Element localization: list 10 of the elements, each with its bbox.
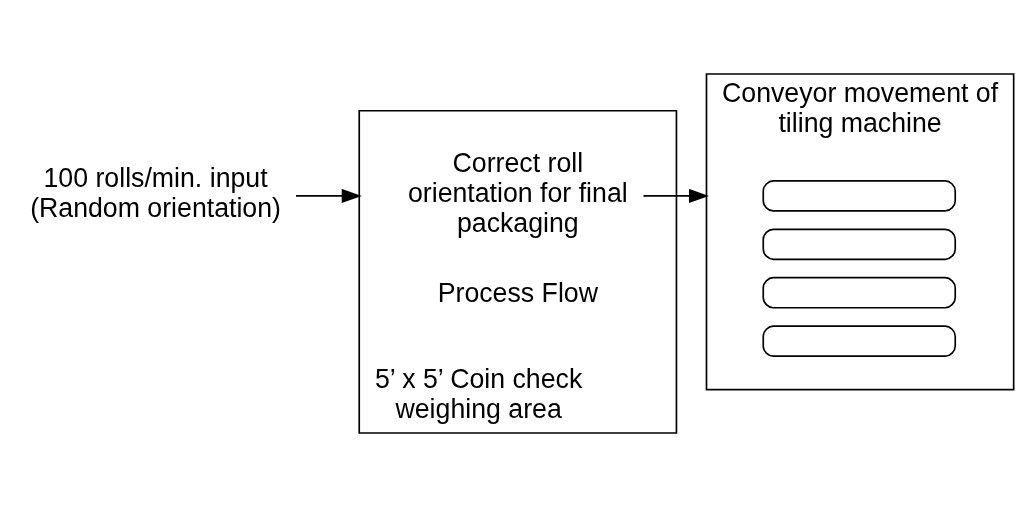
node-text: 100 rolls/min. input (Random orientation) bbox=[30, 162, 281, 223]
label: Process Flow bbox=[437, 277, 598, 308]
node-box bbox=[762, 276, 957, 309]
arrow bbox=[642, 188, 709, 203]
cluster: Conveyor movement of tiling machine bbox=[705, 72, 1015, 390]
node-box bbox=[762, 179, 957, 212]
node-box bbox=[762, 227, 957, 260]
arrow bbox=[295, 188, 362, 203]
node-box bbox=[762, 324, 957, 357]
node-text: Correct roll orientation for final packaging bbox=[407, 147, 628, 238]
